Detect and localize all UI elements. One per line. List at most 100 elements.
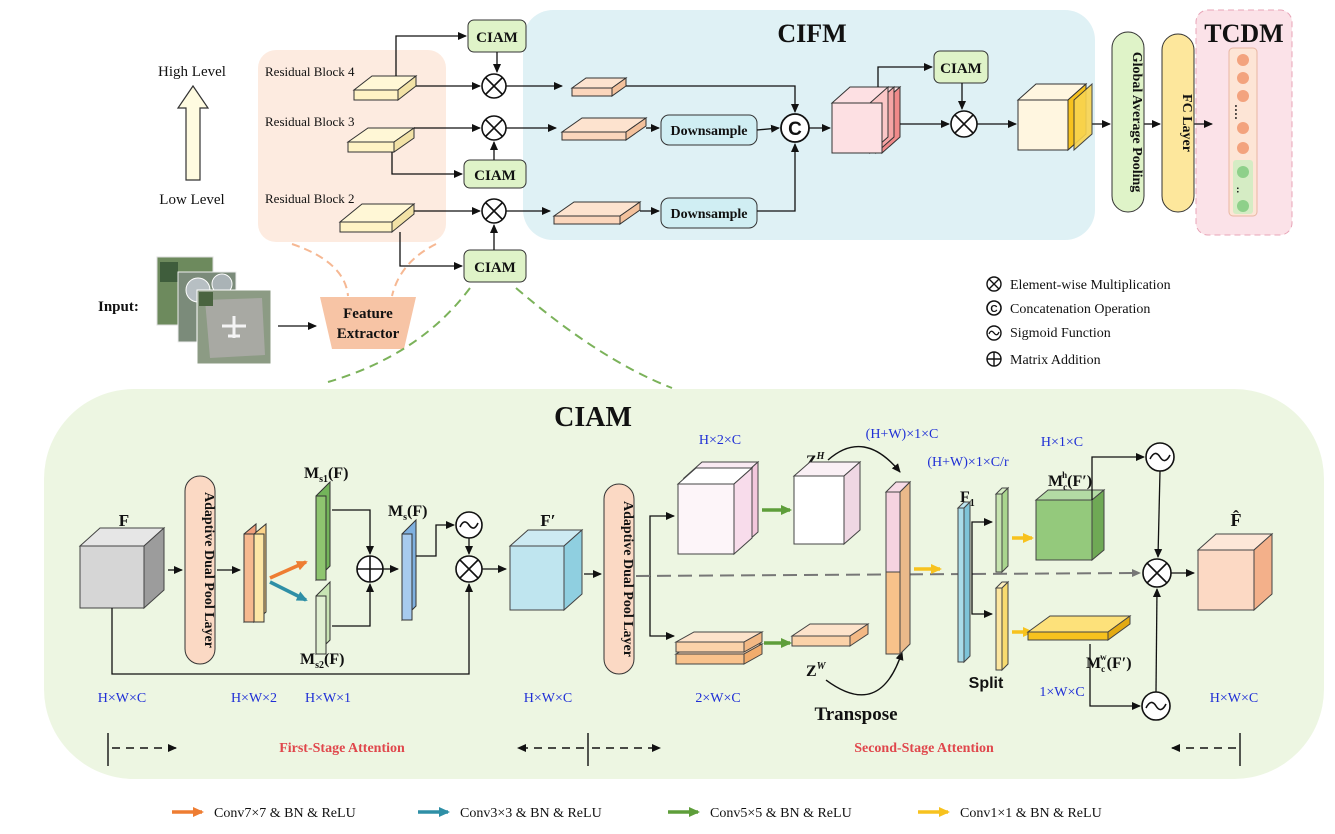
label-ZW: ZW — [806, 661, 827, 680]
high-level-label: High Level — [158, 64, 226, 80]
svg-text:FC Layer: FC Layer — [1179, 94, 1194, 152]
cube-F-hat — [1196, 532, 1274, 612]
dim-hw2: H×W×2 — [231, 691, 277, 706]
svg-text:CIAM: CIAM — [474, 260, 516, 276]
arrow-conv3 — [269, 580, 308, 602]
split-label: Split — [969, 675, 1004, 692]
transpose-arc-bottom — [825, 651, 904, 696]
add-node — [356, 555, 384, 583]
cube-ZH — [792, 460, 862, 546]
svg-text:Adaptive Dual Pool Layer: Adaptive Dual Pool Layer — [620, 501, 635, 657]
sigmoid-node-2 — [1145, 442, 1175, 472]
ciam-block-cifm: CIAM — [933, 50, 989, 84]
residual-block-3 — [346, 127, 416, 153]
label-Mcw: Mcw(F′) — [1086, 652, 1132, 674]
label-F-prime: F′ — [540, 511, 555, 530]
label-Ms: Ms(F) — [388, 503, 427, 523]
ms-connectors — [168, 509, 399, 627]
cifm-feature-3 — [560, 117, 648, 141]
cifm-out-connectors — [877, 63, 1213, 128]
dim-hwc-2: H×W×C — [524, 691, 572, 706]
split-connectors — [971, 518, 993, 618]
stage-markers — [107, 733, 1241, 766]
svg-text:Feature: Feature — [343, 306, 393, 322]
cifm-feature-4 — [570, 77, 628, 97]
dim-hwc-3: H×W×C — [1210, 691, 1258, 706]
dim-hw1c: (H+W)×1×C — [866, 427, 939, 442]
ops-legend: Element-wise Multiplication C Concatenat… — [986, 276, 1171, 368]
svg-text:CIAM: CIAM — [940, 61, 982, 77]
concat-node: C — [780, 113, 810, 143]
slab-Mcw — [1026, 615, 1132, 641]
global-average-pooling: Global Average Pooling — [1111, 31, 1145, 213]
svg-text:Global Average Pooling: Global Average Pooling — [1129, 52, 1144, 193]
cifm-output-cube — [1016, 82, 1093, 152]
concat-cube — [830, 85, 902, 155]
svg-text:..: .. — [1233, 187, 1248, 194]
svg-text:Element-wise Multiplication: Element-wise Multiplication — [1010, 278, 1171, 293]
multiply-node-3 — [481, 198, 507, 224]
input-images — [156, 256, 272, 365]
transpose-label: Transpose — [814, 704, 897, 725]
label-Ms1: Ms1(F) — [304, 465, 348, 485]
cube-h2c — [676, 460, 760, 556]
ciam-block-bottom: CIAM — [463, 249, 527, 283]
adaptive-dual-pool-1: Adaptive Dual Pool Layer — [184, 475, 216, 665]
concat-column — [884, 480, 912, 656]
cube-F-prime — [508, 528, 584, 612]
level-arrow-icon — [176, 84, 210, 181]
arrow-conv7 — [269, 560, 308, 580]
multiply-node-2 — [481, 115, 507, 141]
residual-block-4 — [352, 74, 418, 102]
sigmoid-node-3 — [1141, 691, 1171, 721]
map-Ms2 — [315, 580, 331, 656]
tcdm-title: TCDM — [1204, 19, 1283, 48]
adaptive-dual-pool-2: Adaptive Dual Pool Layer — [603, 483, 635, 675]
downsample-block-1: Downsample — [660, 114, 758, 146]
first-stage-label: First-Stage Attention — [279, 741, 405, 756]
zoom-dash-left — [327, 287, 471, 383]
dim-h1c: H×1×C — [1041, 435, 1083, 450]
extractor-dashes — [291, 243, 437, 297]
feature-extractor: Feature Extractor — [320, 297, 416, 349]
cifm-title: CIFM — [777, 19, 846, 48]
svg-text:CIAM: CIAM — [476, 30, 518, 46]
residual-block-4-label: Residual Block 4 — [265, 64, 355, 79]
ciam-detail-bg — [44, 389, 1324, 779]
slab-ZW — [790, 623, 870, 647]
cube-Mch — [1034, 488, 1106, 562]
dim-hw1: H×W×1 — [305, 691, 351, 706]
ciam-block-top: CIAM — [467, 19, 527, 53]
fc-layer: FC Layer — [1161, 33, 1195, 213]
dim-hwc-1: H×W×C — [98, 691, 146, 706]
legend-conv5: Conv5×5 & BN & ReLU — [710, 806, 852, 821]
split-bottom — [994, 580, 1010, 672]
multiply-node-1 — [481, 73, 507, 99]
sigmoid-node-1 — [455, 511, 483, 539]
residual-block-2 — [338, 202, 416, 234]
pooled-maps — [243, 522, 267, 624]
svg-text:Concatenation Operation: Concatenation Operation — [1010, 302, 1150, 317]
svg-text:Downsample: Downsample — [670, 124, 747, 139]
conv-legend: Conv7×7 & BN & ReLU Conv3×3 & BN & ReLU … — [172, 806, 1102, 821]
label-Mch: Mch(F′) — [1048, 470, 1092, 492]
residual-block-2-label: Residual Block 2 — [265, 191, 355, 206]
multiply-node-final — [1142, 558, 1172, 588]
svg-text:Sigmoid Function: Sigmoid Function — [1010, 326, 1111, 341]
legend-conv1: Conv1×1 & BN & ReLU — [960, 806, 1102, 821]
label-F-hat: F̂ — [1231, 510, 1242, 530]
input-label: Input: — [98, 299, 139, 315]
final-connectors — [1089, 453, 1195, 710]
second-stage-label: Second-Stage Attention — [854, 741, 994, 756]
svg-text:CIAM: CIAM — [474, 168, 516, 184]
low-level-label: Low Level — [159, 192, 224, 208]
label-F: F — [119, 511, 129, 530]
ciam-detail-title: CIAM — [554, 402, 632, 433]
dim-hw1cr: (H+W)×1×C/r — [927, 455, 1009, 470]
legend-conv3: Conv3×3 & BN & ReLU — [460, 806, 602, 821]
cube-F — [78, 526, 166, 610]
residual-block-3-label: Residual Block 3 — [265, 114, 355, 129]
sig-connectors — [111, 521, 507, 675]
svg-text:C: C — [788, 119, 802, 140]
